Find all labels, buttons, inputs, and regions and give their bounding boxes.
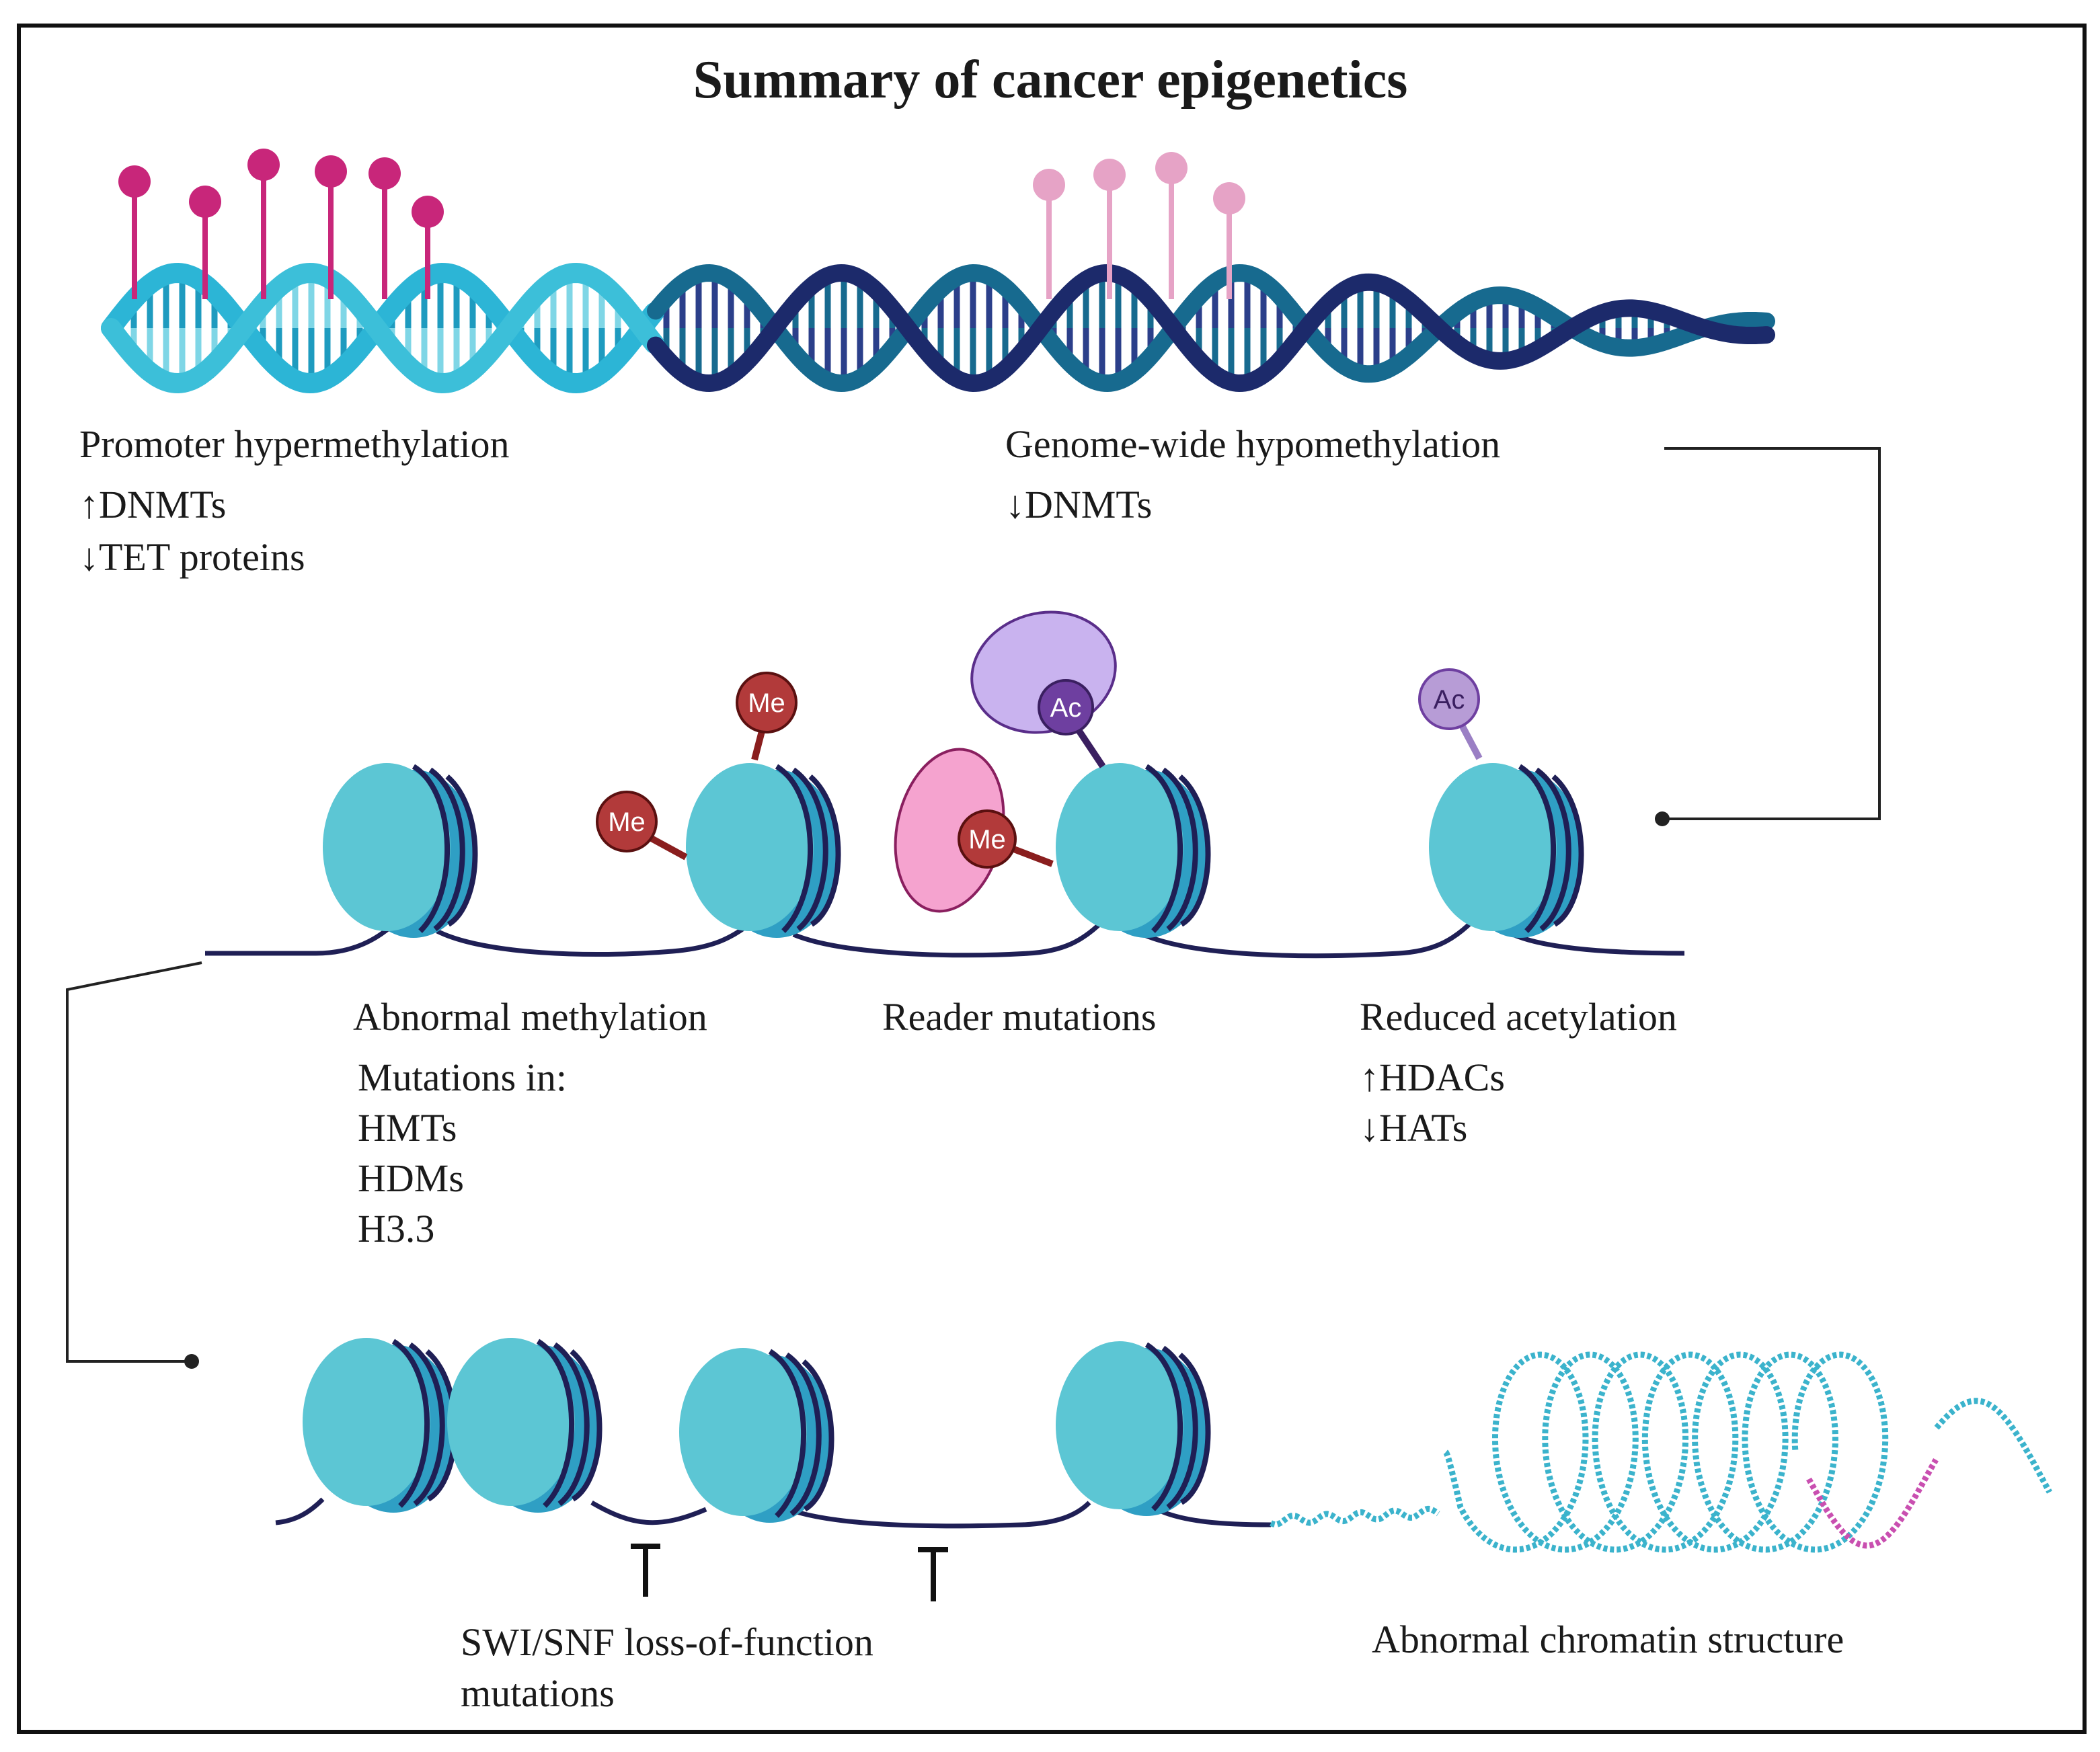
swi-snf-line-1: SWI/SNF loss-of-function: [461, 1620, 873, 1664]
hypermethylation-mark: [315, 155, 347, 188]
hypermethylation-mark: [412, 196, 444, 228]
nucleosome-3: [1056, 763, 1210, 938]
abnormal-chromatin-heading: Abnormal chromatin structure: [1372, 1618, 1844, 1661]
swi-snf-line-2: mutations: [461, 1671, 615, 1715]
me-stalk-reader: [1011, 845, 1054, 867]
me-badge-reader-label: Me: [968, 825, 1006, 854]
middle-linker-dna: [205, 919, 1685, 959]
me-badge-left-label: Me: [608, 807, 646, 837]
chromatin-coiled-loops: [1443, 1351, 1889, 1553]
ac-stalk-reader: [1073, 724, 1106, 768]
nucleosome-8: [1056, 1341, 1210, 1516]
hypermethylation-mark: [368, 157, 401, 190]
nucleosome-2: [686, 763, 841, 938]
connector-right-dot: [1655, 811, 1670, 826]
reduced-acetylation-heading: Reduced acetylation: [1360, 995, 1677, 1039]
abnormal-methylation-line-2: HMTs: [358, 1106, 457, 1150]
connector-right: [1662, 447, 1881, 820]
hypomethylation-mark: [1033, 169, 1065, 201]
genome-line-dnmts: ↓DNMTs: [1005, 483, 1152, 526]
dna-strand-light-front: [101, 262, 664, 394]
nucleosome-5: [303, 1338, 457, 1513]
genome-heading: Genome-wide hypomethylation: [1005, 422, 1500, 466]
abnormal-methylation-line-1: Mutations in:: [358, 1056, 567, 1099]
inhibition-marker-2: [918, 1547, 948, 1601]
promoter-line-dnmts: ↑DNMTs: [79, 483, 226, 526]
abnormal-methylation-line-3: HDMs: [358, 1156, 464, 1200]
chromatin-lead-fiber: [1270, 1505, 1440, 1528]
dna-strand-dark-front: [647, 264, 1775, 393]
nucleosome-7: [679, 1348, 834, 1523]
dna-double-helix: [101, 262, 1775, 394]
hypermethylation-mark: [189, 186, 221, 218]
ac-stalk-light: [1457, 721, 1483, 760]
bottom-linker-dna: [275, 1497, 1272, 1529]
reader-protein-purple: [970, 610, 1117, 734]
nucleosome-1: [323, 763, 477, 938]
outer-frame: [17, 24, 2087, 1734]
chromatin-open-fiber-pink: [1806, 1458, 1939, 1549]
nucleosome-4: [1429, 763, 1584, 938]
abnormal-methylation-heading: Abnormal methylation: [353, 995, 707, 1039]
hypomethylation-mark: [1213, 182, 1245, 214]
me-badge-left: [596, 791, 658, 852]
inhibition-marker-1: [631, 1544, 660, 1597]
me-badge-top: [736, 672, 798, 733]
ac-badge-reader-label: Ac: [1050, 693, 1082, 723]
promoter-line-tet: ↓TET proteins: [79, 535, 305, 579]
dna-methylation-marks: [118, 149, 1245, 299]
diagram-title: Summary of cancer epigenetics: [693, 50, 1408, 110]
promoter-heading: Promoter hypermethylation: [79, 422, 509, 466]
ac-badge-reader: [1038, 679, 1094, 735]
connector-left: [66, 961, 202, 1363]
me-badge-reader: [958, 809, 1017, 869]
me-stalk-left: [647, 834, 688, 861]
ac-badge-light-label: Ac: [1434, 685, 1465, 715]
dna-strand-teal-back: [647, 264, 1775, 393]
hypomethylation-mark: [1093, 159, 1126, 191]
hypermethylation-mark: [247, 149, 280, 181]
reduced-acetylation-line-2: ↓HATs: [1360, 1106, 1467, 1150]
hypomethylation-mark: [1155, 152, 1188, 184]
connector-left-dot: [184, 1354, 199, 1369]
nucleosome-6: [447, 1338, 602, 1513]
hypermethylation-mark: [118, 165, 151, 198]
me-badge-top-label: Me: [748, 688, 785, 718]
abnormal-methylation-line-4: H3.3: [358, 1207, 434, 1250]
ac-badge-light: [1418, 668, 1480, 730]
reduced-acetylation-line-1: ↑HDACs: [1360, 1056, 1505, 1099]
chromatin-open-fiber-blue: [1934, 1398, 2052, 1494]
reader-mutations-heading: Reader mutations: [882, 995, 1157, 1039]
abnormal-chromatin-coil: [1270, 1351, 2052, 1553]
